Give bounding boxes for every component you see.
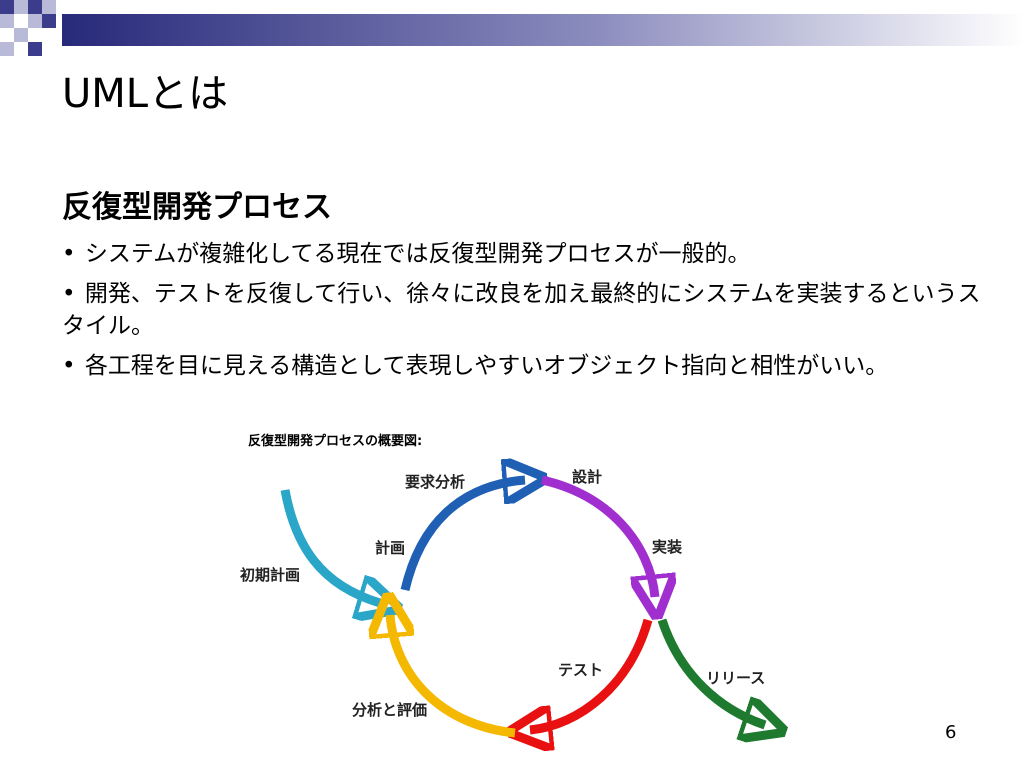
bullet-marker: •: [62, 241, 76, 267]
stage-label-initial-planning: 初期計画: [240, 566, 300, 584]
stage-label-release: リリース: [706, 669, 765, 687]
bullet-text: 各工程を目に見える構造として表現しやすいオブジェクト指向と相性がいい。: [84, 353, 889, 379]
arrow-release: [657, 618, 765, 725]
bullet-text: 開発、テストを反復して行い、徐々に改良を加え最終的にシステムを実装するというスタ…: [62, 281, 981, 339]
arrow-initial-planning: [280, 489, 380, 603]
arrow-analysis-evaluation: [390, 615, 516, 738]
bullet-item: • システムが複雑化してる現在では反復型開発プロセスが一般的。: [62, 238, 992, 270]
stage-label-analysis-evaluation: 分析と評価: [352, 701, 427, 719]
bullet-item: • 各工程を目に見える構造として表現しやすいオブジェクト指向と相性がいい。: [62, 350, 992, 382]
bullet-marker: •: [62, 281, 76, 307]
section-heading: 反復型開発プロセス: [62, 190, 332, 225]
bullet-item: • 開発、テストを反復して行い、徐々に改良を加え最終的にシステムを実装するという…: [62, 278, 992, 342]
diagram-caption: 反復型開発プロセスの概要図:: [248, 433, 422, 449]
arrow-test: [530, 618, 653, 730]
header-decoration: [0, 0, 1024, 56]
stage-label-design: 設計: [572, 468, 602, 486]
arrow-planning: [400, 480, 525, 592]
arrow-design: [541, 475, 655, 597]
bullet-list: • システムが複雑化してる現在では反復型開発プロセスが一般的。 • 開発、テスト…: [62, 238, 992, 390]
stage-label-implementation: 実装: [652, 538, 683, 556]
stage-label-planning: 計画: [375, 539, 405, 557]
stage-label-test: テスト: [558, 661, 603, 679]
stage-label-requirements-analysis: 要求分析: [405, 473, 465, 491]
slide-title: UMLとは: [62, 71, 229, 117]
page-number: 6: [945, 722, 957, 743]
iterative-process-diagram: 反復型開発プロセスの概要図: 初期計画 計画 要求分析 設計 実装 テスト 分析…: [240, 433, 790, 755]
bullet-marker: •: [62, 353, 76, 379]
bullet-text: システムが複雑化してる現在では反復型開発プロセスが一般的。: [84, 241, 751, 267]
